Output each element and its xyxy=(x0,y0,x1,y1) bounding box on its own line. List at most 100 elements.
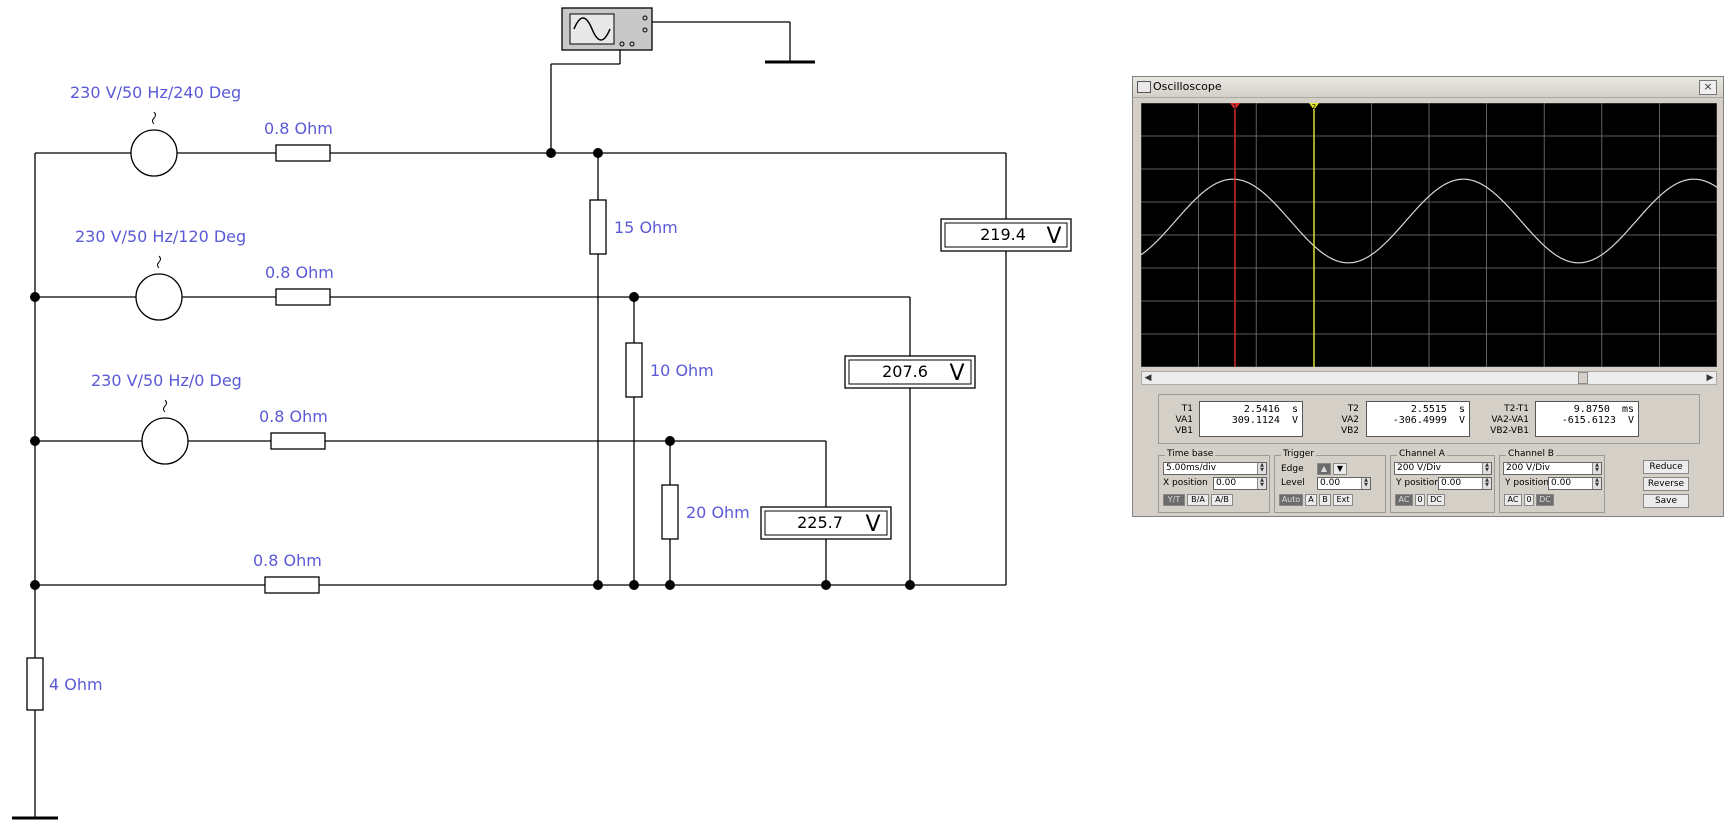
channel-b-zero-button[interactable]: 0 xyxy=(1524,494,1534,506)
xpos-field[interactable]: 0.00 ▲▼ xyxy=(1213,477,1267,490)
title-bar[interactable]: Oscilloscope × xyxy=(1133,77,1723,98)
line-resistor-1-label: 0.8 Ohm xyxy=(264,119,333,138)
channel-a-scale-value: 200 V/Div xyxy=(1397,463,1441,473)
channel-b-ac-button[interactable]: AC xyxy=(1504,494,1522,506)
timebase-scale-value: 5.00ms/div xyxy=(1166,463,1217,473)
cursor-1-handle[interactable] xyxy=(1230,103,1240,110)
spinner-icon[interactable]: ▲▼ xyxy=(1592,463,1601,474)
voltmeter-1 xyxy=(940,218,1072,252)
voltmeter-1-unit: V xyxy=(1046,224,1061,249)
line-resistor-1 xyxy=(275,144,331,162)
scroll-thumb[interactable] xyxy=(1578,372,1588,384)
channel-b-scale-field[interactable]: 200 V/Div ▲▼ xyxy=(1503,462,1602,475)
horizontal-scrollbar[interactable]: ◀ ▶ xyxy=(1141,371,1717,385)
va2-value: -306.4999 V xyxy=(1392,415,1465,426)
trigger-group: Trigger Edge ▲ ▼ Level 0.00▲▼ Auto A B E… xyxy=(1274,449,1386,513)
channel-b-ypos-label: Y position xyxy=(1505,478,1550,488)
trigger-a-button[interactable]: A xyxy=(1305,494,1317,506)
va1-value: 309.1124 V xyxy=(1231,415,1298,426)
dt-label: T2-T1 xyxy=(1504,404,1529,414)
reverse-button[interactable]: Reverse xyxy=(1643,477,1689,491)
vb2-label: VB2 xyxy=(1340,426,1359,436)
spinner-icon[interactable]: ▲▼ xyxy=(1482,463,1491,474)
window-title: Oscilloscope xyxy=(1153,80,1222,93)
voltmeter-3-unit: V xyxy=(865,512,880,537)
ab-button[interactable]: A/B xyxy=(1211,494,1233,506)
channel-b-scale-value: 200 V/Div xyxy=(1506,463,1550,473)
load-resistor-20-label: 20 Ohm xyxy=(686,503,750,522)
channel-a-title: Channel A xyxy=(1397,449,1447,459)
channel-a-ypos-field[interactable]: 0.00▲▼ xyxy=(1438,477,1492,490)
dva-value: -615.6123 V xyxy=(1561,415,1634,426)
timebase-group: Time base 5.00ms/div ▲▼ X position 0.00 ▲▼… xyxy=(1158,449,1270,513)
spinner-icon[interactable]: ▲▼ xyxy=(1361,478,1370,489)
channel-a-ypos-label: Y position xyxy=(1396,478,1441,488)
channel-b-group: Channel B 200 V/Div▲▼ Y position 0.00▲▼ … xyxy=(1499,449,1605,513)
reduce-button[interactable]: Reduce xyxy=(1643,460,1689,474)
cursor-2-handle[interactable] xyxy=(1309,103,1319,110)
t1-label: T1 xyxy=(1181,404,1193,414)
t1-value: 2.5416 s xyxy=(1243,404,1298,415)
t2-readout-box: 2.5515 s -306.4999 V xyxy=(1366,401,1470,437)
junction-dots xyxy=(30,148,915,590)
timebase-scale-field[interactable]: 5.00ms/div ▲▼ xyxy=(1163,462,1267,475)
channel-b-dc-button[interactable]: DC xyxy=(1536,494,1554,506)
vb1-label: VB1 xyxy=(1174,426,1193,436)
ba-button[interactable]: B/A xyxy=(1187,494,1209,506)
level-field[interactable]: 0.00▲▼ xyxy=(1317,477,1371,490)
voltmeter-2-value: 207.6 xyxy=(882,362,928,381)
cursor-1-marker: 1 xyxy=(1233,103,1237,111)
cursor-readout-panel: T1 VA1 VB1 2.5416 s 309.1124 V T2 VA2 VB… xyxy=(1158,394,1700,444)
xpos-label: X position xyxy=(1163,478,1208,488)
timebase-title: Time base xyxy=(1165,449,1216,459)
ac-source-0 xyxy=(141,417,189,465)
oscilloscope-window[interactable]: Oscilloscope × 1 2 ◀ ▶ T1 VA1 VB1 2.5416… xyxy=(1132,76,1724,517)
load-resistor-20 xyxy=(661,484,679,540)
scroll-right-icon[interactable]: ▶ xyxy=(1706,373,1714,383)
trigger-title: Trigger xyxy=(1281,449,1317,459)
line-resistor-3 xyxy=(270,432,326,450)
level-label: Level xyxy=(1281,478,1305,488)
channel-a-scale-field[interactable]: 200 V/Div ▲▼ xyxy=(1394,462,1492,475)
ground-resistor xyxy=(26,657,44,711)
line-resistor-2 xyxy=(275,288,331,306)
close-button[interactable]: × xyxy=(1699,80,1717,95)
trigger-b-button[interactable]: B xyxy=(1319,494,1331,506)
dvb-label: VB2-VB1 xyxy=(1490,426,1529,436)
spinner-icon[interactable]: ▲▼ xyxy=(1257,478,1266,489)
delta-readout-box: 9.8750 ms -615.6123 V xyxy=(1535,401,1639,437)
spinner-icon[interactable]: ▲▼ xyxy=(1592,478,1601,489)
source-240-label: 230 V/50 Hz/240 Deg xyxy=(70,83,241,102)
line-resistor-neutral-label: 0.8 Ohm xyxy=(253,551,322,570)
oscilloscope-symbol[interactable] xyxy=(561,7,653,51)
source-120-label: 230 V/50 Hz/120 Deg xyxy=(75,227,246,246)
load-resistor-10-label: 10 Ohm xyxy=(650,361,714,380)
channel-a-ac-button[interactable]: AC xyxy=(1395,494,1413,506)
channel-a-dc-button[interactable]: DC xyxy=(1427,494,1445,506)
t1-readout-box: 2.5416 s 309.1124 V xyxy=(1199,401,1303,437)
circuit-schematic: 219.4 V 207.6 V 225.7 V 230 V/50 Hz/240 … xyxy=(12,7,1072,820)
spinner-icon[interactable]: ▲▼ xyxy=(1482,478,1491,489)
xpos-value: 0.00 xyxy=(1216,478,1237,488)
falling-edge-icon[interactable]: ▼ xyxy=(1333,463,1347,475)
cursor-2-marker: 2 xyxy=(1312,103,1316,111)
va1-label: VA1 xyxy=(1175,415,1193,425)
dt-value: 9.8750 ms xyxy=(1573,404,1634,415)
channel-b-ypos-value: 0.00 xyxy=(1551,478,1572,488)
edge-label: Edge xyxy=(1281,464,1304,474)
trigger-ext-button[interactable]: Ext xyxy=(1333,494,1353,506)
scroll-left-icon[interactable]: ◀ xyxy=(1144,373,1152,383)
channel-b-ypos-field[interactable]: 0.00 ▲▼ xyxy=(1548,477,1602,490)
spinner-icon[interactable]: ▲▼ xyxy=(1257,463,1266,474)
scope-screen[interactable]: 1 2 xyxy=(1141,103,1717,367)
window-icon xyxy=(1137,81,1151,93)
line-resistor-3-label: 0.8 Ohm xyxy=(259,407,328,426)
load-resistor-15 xyxy=(589,199,607,255)
rising-edge-icon[interactable]: ▲ xyxy=(1317,463,1331,475)
yt-button[interactable]: Y/T xyxy=(1163,494,1185,506)
save-button[interactable]: Save xyxy=(1643,494,1689,508)
auto-trigger-button[interactable]: Auto xyxy=(1279,494,1303,506)
channel-a-zero-button[interactable]: 0 xyxy=(1415,494,1425,506)
voltmeter-2-unit: V xyxy=(949,361,964,386)
t2-value: 2.5515 s xyxy=(1410,404,1465,415)
